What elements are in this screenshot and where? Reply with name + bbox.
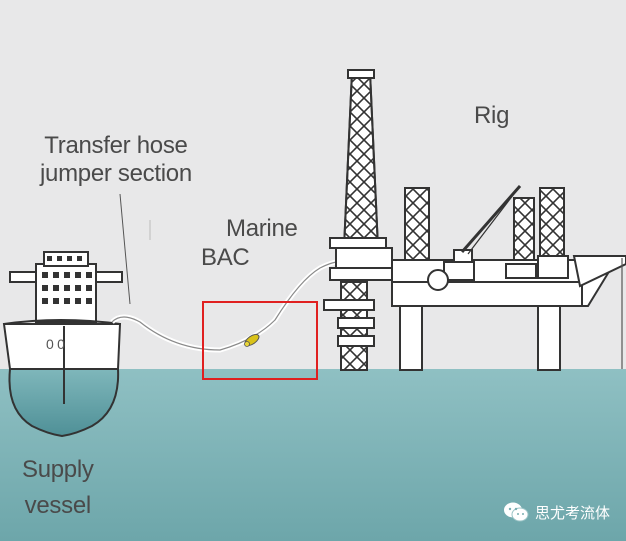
rig-label: Rig [474,102,510,129]
bac-label: BAC [201,244,250,271]
supply-vessel-label-line1: Supply [22,456,94,483]
watermark-text: 思尤考流体 [534,503,610,522]
rig [323,69,626,371]
watermark: 思尤考流体 [503,501,610,523]
bac-highlight-box [202,301,318,380]
supply-vessel-label: Supply vessel [22,456,94,520]
supply-vessel [2,251,123,438]
bac-connector [244,333,260,347]
hose-leader-line [119,193,131,305]
ship-number: 0 0 [46,336,65,352]
transfer-hose-label-line1: Transfer hose [44,132,188,159]
wechat-icon [503,502,529,522]
transfer-hose-label: Transfer hose jumper section [40,132,192,188]
transfer-hose-label-line2: jumper section [40,160,192,187]
supply-vessel-label-line2: vessel [24,492,92,519]
marine-label: Marine [226,215,298,242]
